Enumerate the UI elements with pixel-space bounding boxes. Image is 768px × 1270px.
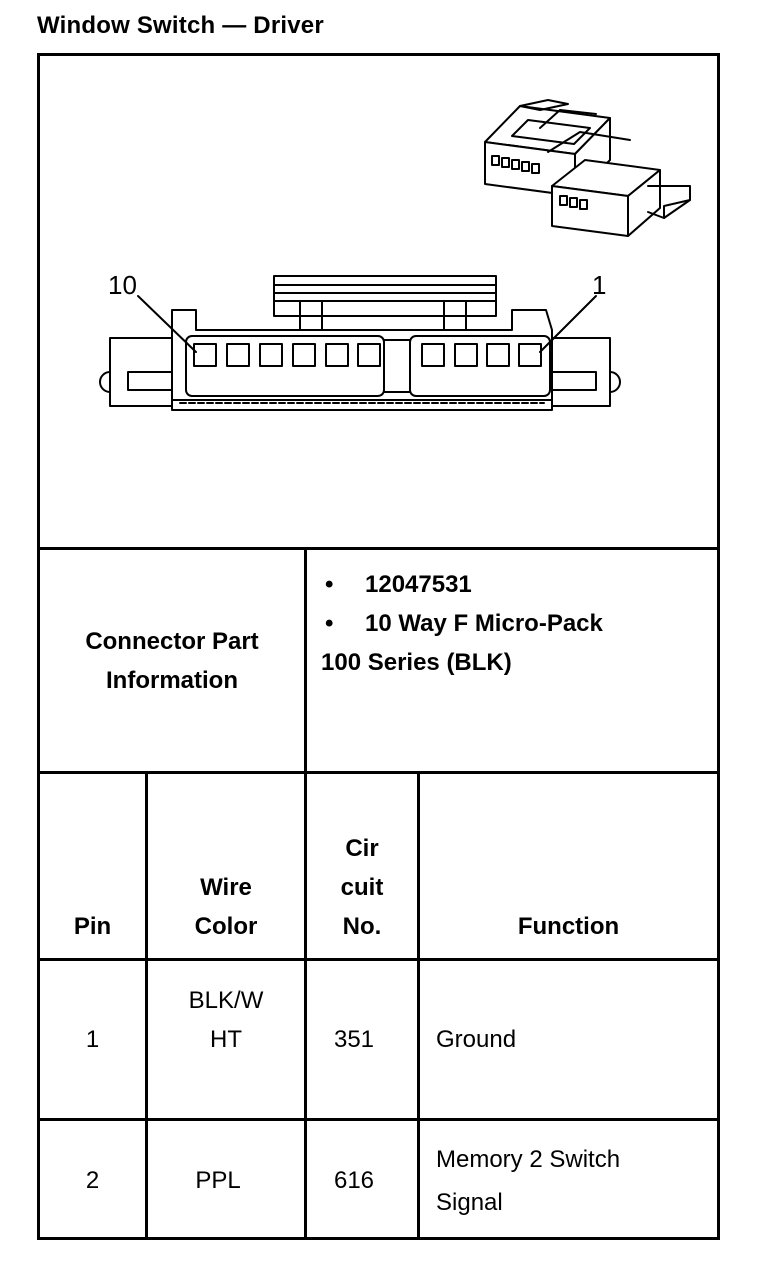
divider-col-circuit	[417, 771, 420, 1240]
header-circuit-line1: Cir	[345, 835, 379, 862]
table-row-2-wire-color: PPL	[148, 1121, 288, 1240]
table-row-1-circuit: 351	[307, 961, 401, 1118]
cell-text: Ground	[436, 1026, 517, 1053]
header-function: Function	[420, 774, 717, 958]
connector-table-frame	[37, 53, 720, 1240]
header-circuit-line2: cuit	[340, 874, 384, 901]
cell-text: 2	[85, 1167, 100, 1194]
cell-text: 1	[85, 1026, 100, 1053]
pin-1-label: 1	[592, 270, 606, 300]
divider-row1	[37, 1118, 720, 1121]
connector-front-view	[99, 275, 621, 411]
divider-info	[37, 771, 720, 774]
cell-text-line1: Memory 2 Switch	[436, 1145, 621, 1173]
part-number: 12047531	[365, 571, 472, 598]
connector-isometric-icon	[484, 99, 691, 237]
cell-text-line2: Signal	[436, 1188, 503, 1216]
cell-text-line2: HT	[210, 1026, 242, 1053]
connector-drawing: 10 1	[40, 56, 717, 548]
cell-text-line1: BLK/W	[188, 987, 264, 1014]
divider-drawing	[37, 547, 720, 550]
table-row-1-pin: 1	[40, 961, 145, 1118]
connector-type: 10 Way F Micro-Pack	[365, 610, 603, 637]
header-pin: Pin	[40, 774, 145, 958]
pin-10-label: 10	[108, 270, 137, 300]
cell-text: PPL	[195, 1167, 241, 1194]
cell-text: 351	[333, 1026, 375, 1053]
header-pin-text: Pin	[73, 913, 112, 940]
table-row-2-circuit: 616	[307, 1121, 401, 1240]
connector-series: 100 Series (BLK)	[321, 649, 512, 676]
connector-info-details: • 12047531 • 10 Way F Micro-Pack 100 Ser…	[321, 565, 717, 682]
table-row-1-function: Ground	[436, 961, 717, 1118]
bullet-item: • 12047531	[321, 565, 717, 604]
cell-text: 616	[333, 1167, 375, 1194]
header-function-text: Function	[517, 913, 620, 940]
bullet-item: • 10 Way F Micro-Pack	[321, 604, 717, 643]
header-circuit-line3: No.	[342, 913, 382, 940]
header-wire-color-line2: Color	[194, 913, 258, 940]
divider-col-info	[304, 547, 307, 1240]
header-wire-color-line1: Wire	[200, 874, 252, 901]
table-row-2-function: Memory 2 Switch Signal	[436, 1121, 717, 1240]
divider-col-pin	[145, 771, 148, 1240]
page-title: Window Switch — Driver	[37, 12, 324, 39]
header-wire-color: Wire Color	[148, 774, 304, 958]
header-circuit: Cir cuit No.	[307, 774, 417, 958]
table-row-2-pin: 2	[40, 1121, 145, 1240]
table-row-1-wire-color: BLK/W HT	[148, 981, 304, 1118]
divider-header	[37, 958, 720, 961]
connector-info-label: Connector Part Information	[40, 550, 304, 771]
connector-info-label-line1: Connector Part	[85, 627, 259, 655]
connector-info-label-line2: Information	[106, 666, 238, 694]
